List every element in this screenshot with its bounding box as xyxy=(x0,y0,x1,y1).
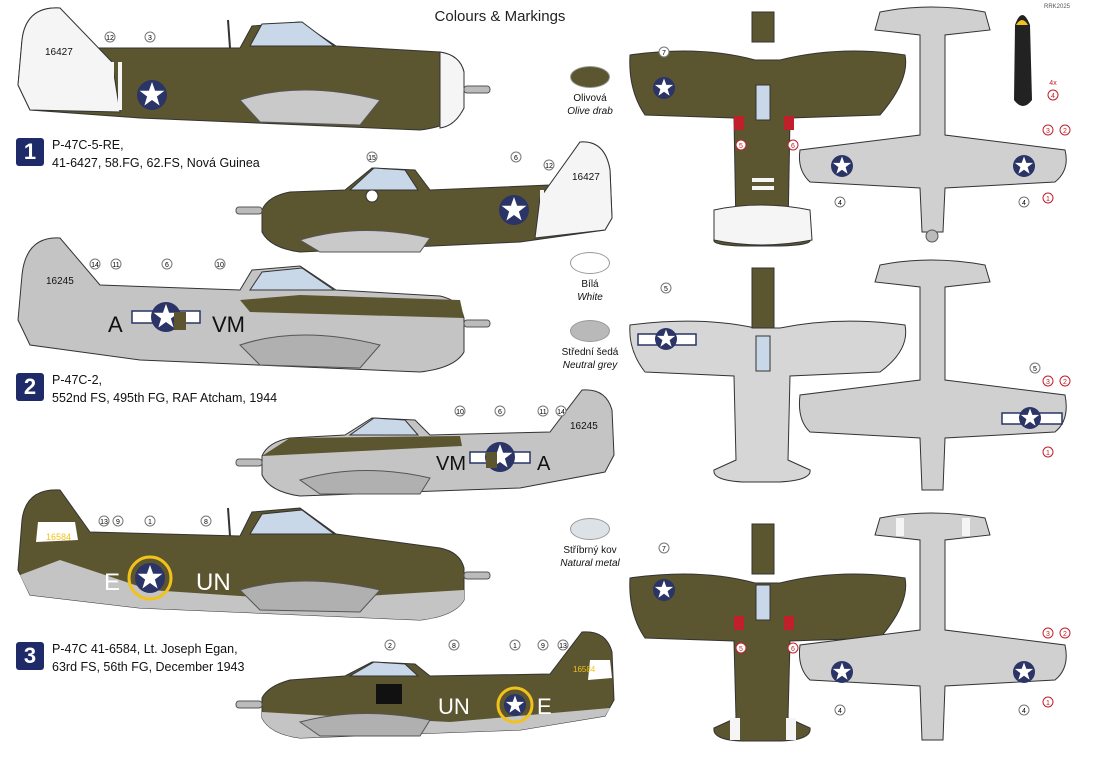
swatch-chip xyxy=(570,320,610,342)
svg-text:2: 2 xyxy=(1063,631,1067,638)
s3-left-code-un: UN xyxy=(196,569,231,596)
s3-left-serial: 16584 xyxy=(46,532,71,542)
s2-right-serial: 16245 xyxy=(570,421,598,432)
swatch-label-cz: Bílá xyxy=(581,279,599,290)
s2-bottom-view: 5 3 2 1 xyxy=(799,259,1071,491)
svg-text:6: 6 xyxy=(791,646,795,653)
svg-text:4: 4 xyxy=(1051,93,1055,100)
svg-text:6: 6 xyxy=(498,409,502,416)
s3-left-code-e: E xyxy=(104,569,120,596)
s3-left-profile: E UN 16584 13 9 1 8 xyxy=(17,489,491,621)
s1-top-view: 7 5 6 xyxy=(629,11,907,247)
svg-text:2: 2 xyxy=(388,643,392,650)
swatch-olive-drab: Olivová Olive drab xyxy=(540,66,640,118)
swatch-label-en: Natural metal xyxy=(560,558,620,569)
svg-text:6: 6 xyxy=(165,262,169,269)
svg-text:5: 5 xyxy=(664,286,668,293)
svg-text:5: 5 xyxy=(739,143,743,150)
s3-right-serial: 16584 xyxy=(573,665,596,674)
svg-text:5: 5 xyxy=(739,646,743,653)
svg-text:7: 7 xyxy=(662,546,666,553)
prop-qty: 4x xyxy=(1049,80,1057,87)
scheme-1-number: 1 xyxy=(16,138,44,166)
svg-text:11: 11 xyxy=(112,262,119,269)
svg-text:2: 2 xyxy=(1063,379,1067,386)
swatch-white: Bílá White xyxy=(540,252,640,304)
s3-top-view: 7 5 6 xyxy=(629,523,907,742)
scheme-2-number: 2 xyxy=(16,373,44,401)
svg-text:12: 12 xyxy=(545,163,553,170)
s3-right-profile: UN E 16584 2 8 1 9 13 xyxy=(235,631,615,739)
svg-text:1: 1 xyxy=(1046,700,1050,707)
svg-text:13: 13 xyxy=(559,643,567,650)
svg-text:3: 3 xyxy=(1046,631,1050,638)
svg-text:6: 6 xyxy=(514,155,518,162)
svg-text:1: 1 xyxy=(148,519,152,526)
svg-text:1: 1 xyxy=(513,643,517,650)
s2-right-code-vm: VM xyxy=(436,453,466,475)
s3-right-code-un: UN xyxy=(438,694,470,719)
swatch-natural-metal: Stříbrný kov Natural metal xyxy=(540,518,640,570)
s2-right-code-a: A xyxy=(537,453,551,475)
svg-text:9: 9 xyxy=(116,519,120,526)
svg-text:14: 14 xyxy=(557,409,565,416)
swatch-chip xyxy=(570,518,610,540)
svg-text:13: 13 xyxy=(100,519,108,526)
swatch-label-en: Neutral grey xyxy=(562,360,618,371)
swatch-label-en: White xyxy=(577,292,603,303)
scheme-1-line1: P-47C-5-RE, xyxy=(52,138,124,152)
svg-text:8: 8 xyxy=(452,643,456,650)
svg-text:9: 9 xyxy=(541,643,545,650)
svg-text:5: 5 xyxy=(1033,366,1037,373)
svg-text:8: 8 xyxy=(204,519,208,526)
svg-text:1: 1 xyxy=(1046,196,1050,203)
s2-left-code-vm: VM xyxy=(212,312,245,337)
swatch-label-cz: Stříbrný kov xyxy=(563,545,617,556)
svg-text:10: 10 xyxy=(216,262,224,269)
s2-left-code-a: A xyxy=(108,312,123,337)
swatch-chip xyxy=(570,66,610,88)
swatch-label-cz: Olivová xyxy=(573,93,607,104)
svg-text:12: 12 xyxy=(106,35,114,42)
s1-left-serial: 16427 xyxy=(45,47,73,58)
s2-left-serial: 16245 xyxy=(46,276,74,287)
svg-text:1: 1 xyxy=(1046,450,1050,457)
page-title: Colours & Markings xyxy=(434,8,566,25)
s3-bottom-view: 4 4 3 2 1 xyxy=(799,512,1071,741)
svg-text:4: 4 xyxy=(838,708,842,715)
svg-text:4: 4 xyxy=(1022,708,1026,715)
svg-text:10: 10 xyxy=(456,409,464,416)
scheme-2-line2: 552nd FS, 495th FG, RAF Atcham, 1944 xyxy=(52,391,278,405)
swatch-label-cz: Střední šedá xyxy=(561,347,619,358)
svg-text:3: 3 xyxy=(1046,128,1050,135)
scheme-3-number: 3 xyxy=(16,642,44,670)
s1-bottom-view: 4x 4 4 4 3 2 1 xyxy=(799,6,1071,243)
svg-text:11: 11 xyxy=(539,409,546,416)
s3-right-code-e: E xyxy=(537,694,552,719)
s2-left-profile: A VM 16245 14 11 6 10 xyxy=(17,237,491,373)
svg-text:2: 2 xyxy=(1063,128,1067,135)
scheme-3-line1: P-47C 41-6584, Lt. Joseph Egan, xyxy=(52,642,238,656)
svg-text:7: 7 xyxy=(662,50,666,57)
s1-right-profile: 16427 15 6 12 xyxy=(235,141,613,253)
sheet-code: RRK2025 xyxy=(1043,4,1070,10)
svg-text:4: 4 xyxy=(1022,200,1026,207)
svg-text:15: 15 xyxy=(368,155,376,162)
s2-right-profile: VM A 16245 10 6 11 14 xyxy=(235,389,615,497)
scheme-2-line1: P-47C-2, xyxy=(52,373,103,387)
svg-text:14: 14 xyxy=(91,262,99,269)
scheme-3-line2: 63rd FS, 56th FG, December 1943 xyxy=(52,660,245,674)
svg-text:3: 3 xyxy=(1046,379,1050,386)
svg-text:4: 4 xyxy=(838,200,842,207)
swatch-neutral-grey: Střední šedá Neutral grey xyxy=(540,320,640,372)
swatch-chip xyxy=(570,252,610,274)
swatch-label-en: Olive drab xyxy=(567,106,613,117)
s2-top-view: 5 xyxy=(629,267,907,483)
svg-text:6: 6 xyxy=(791,143,795,150)
s1-right-serial: 16427 xyxy=(572,172,600,183)
svg-text:3: 3 xyxy=(148,35,152,42)
s1-left-profile: 16427 12 3 xyxy=(17,7,491,131)
scheme-1-line2: 41-6427, 58.FG, 62.FS, Nová Guinea xyxy=(52,156,260,170)
